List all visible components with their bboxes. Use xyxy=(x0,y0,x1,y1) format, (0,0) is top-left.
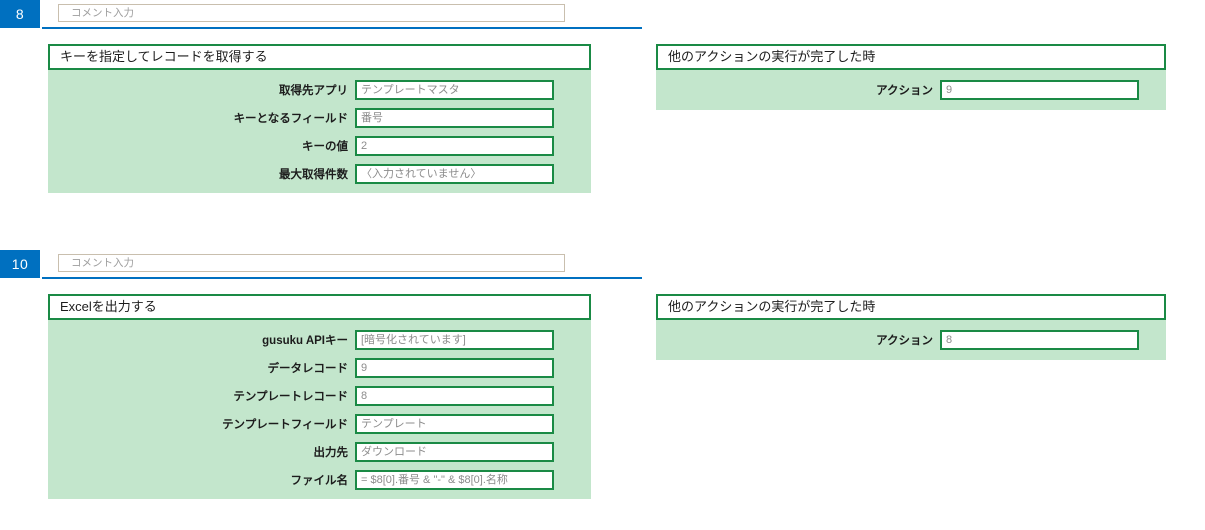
field-input[interactable]: 8 xyxy=(940,329,1139,350)
field-label: 出力先 xyxy=(313,446,349,459)
trigger-card: 他のアクションの実行が完了した時 アクション 8 xyxy=(656,294,1166,360)
field-input[interactable]: テンプレート xyxy=(355,413,554,434)
field-row: キーとなるフィールド 番号 xyxy=(48,107,591,128)
field-input[interactable]: ダウンロード xyxy=(355,441,554,462)
trigger-card-title: 他のアクションの実行が完了した時 xyxy=(656,294,1166,320)
field-row: キーの値 2 xyxy=(48,135,591,156)
field-input[interactable]: 9 xyxy=(355,357,554,378)
action-card: Excelを出力する gusuku APIキー [暗号化されています] データレ… xyxy=(48,294,591,499)
trigger-card-body: アクション 8 xyxy=(656,320,1166,360)
step-number-badge: 8 xyxy=(0,0,40,28)
field-input[interactable]: 8 xyxy=(355,385,554,406)
field-label: テンプレートレコード xyxy=(233,390,348,403)
field-input[interactable]: 番号 xyxy=(355,107,554,128)
step-number-badge: 10 xyxy=(0,250,40,278)
workflow-step-10: 10 コメント入力 Excelを出力する gusuku APIキー [暗号化され… xyxy=(0,250,1205,499)
field-input[interactable]: 9 xyxy=(940,79,1139,100)
step-divider-line xyxy=(42,277,642,279)
field-row: アクション 9 xyxy=(656,79,1166,100)
field-input[interactable]: テンプレートマスタ xyxy=(355,79,554,100)
field-label: アクション xyxy=(876,84,933,97)
trigger-card: 他のアクションの実行が完了した時 アクション 9 xyxy=(656,44,1166,110)
field-input[interactable]: 〈入力されていません〉 xyxy=(355,163,554,184)
field-label: gusuku APIキー xyxy=(262,334,348,347)
workflow-step-8: 8 コメント入力 キーを指定してレコードを取得する 取得先アプリ テンプレートマ… xyxy=(0,0,1205,193)
trigger-card-title: 他のアクションの実行が完了した時 xyxy=(656,44,1166,70)
step-divider-line xyxy=(42,27,642,29)
action-card-body: 取得先アプリ テンプレートマスタ キーとなるフィールド 番号 キーの値 2 最大… xyxy=(48,70,591,193)
field-input[interactable]: [暗号化されています] xyxy=(355,329,554,350)
field-label: キーとなるフィールド xyxy=(233,112,348,125)
field-input[interactable]: = $8[0].番号 & "-" & $8[0].名称 xyxy=(355,469,554,490)
action-card-body: gusuku APIキー [暗号化されています] データレコード 9 テンプレー… xyxy=(48,320,591,499)
trigger-card-body: アクション 9 xyxy=(656,70,1166,110)
field-row: 最大取得件数 〈入力されていません〉 xyxy=(48,163,591,184)
action-card-title: キーを指定してレコードを取得する xyxy=(48,44,591,70)
field-row: アクション 8 xyxy=(656,329,1166,350)
field-row: テンプレートフィールド テンプレート xyxy=(48,413,591,434)
field-row: gusuku APIキー [暗号化されています] xyxy=(48,329,591,350)
field-row: 出力先 ダウンロード xyxy=(48,441,591,462)
field-row: ファイル名 = $8[0].番号 & "-" & $8[0].名称 xyxy=(48,469,591,490)
step-header-row: 10 コメント入力 xyxy=(0,250,1205,280)
field-row: 取得先アプリ テンプレートマスタ xyxy=(48,79,591,100)
field-label: 最大取得件数 xyxy=(279,168,348,181)
field-label: キーの値 xyxy=(302,140,348,153)
field-label: データレコード xyxy=(267,362,349,375)
comment-input[interactable]: コメント入力 xyxy=(58,254,565,272)
field-label: テンプレートフィールド xyxy=(222,418,348,431)
action-card: キーを指定してレコードを取得する 取得先アプリ テンプレートマスタ キーとなるフ… xyxy=(48,44,591,193)
field-label: ファイル名 xyxy=(290,474,349,487)
field-input[interactable]: 2 xyxy=(355,135,554,156)
action-card-title: Excelを出力する xyxy=(48,294,591,320)
field-label: 取得先アプリ xyxy=(279,84,348,97)
comment-input[interactable]: コメント入力 xyxy=(58,4,565,22)
field-row: データレコード 9 xyxy=(48,357,591,378)
field-row: テンプレートレコード 8 xyxy=(48,385,591,406)
step-header-row: 8 コメント入力 xyxy=(0,0,1205,30)
field-label: アクション xyxy=(876,334,933,347)
